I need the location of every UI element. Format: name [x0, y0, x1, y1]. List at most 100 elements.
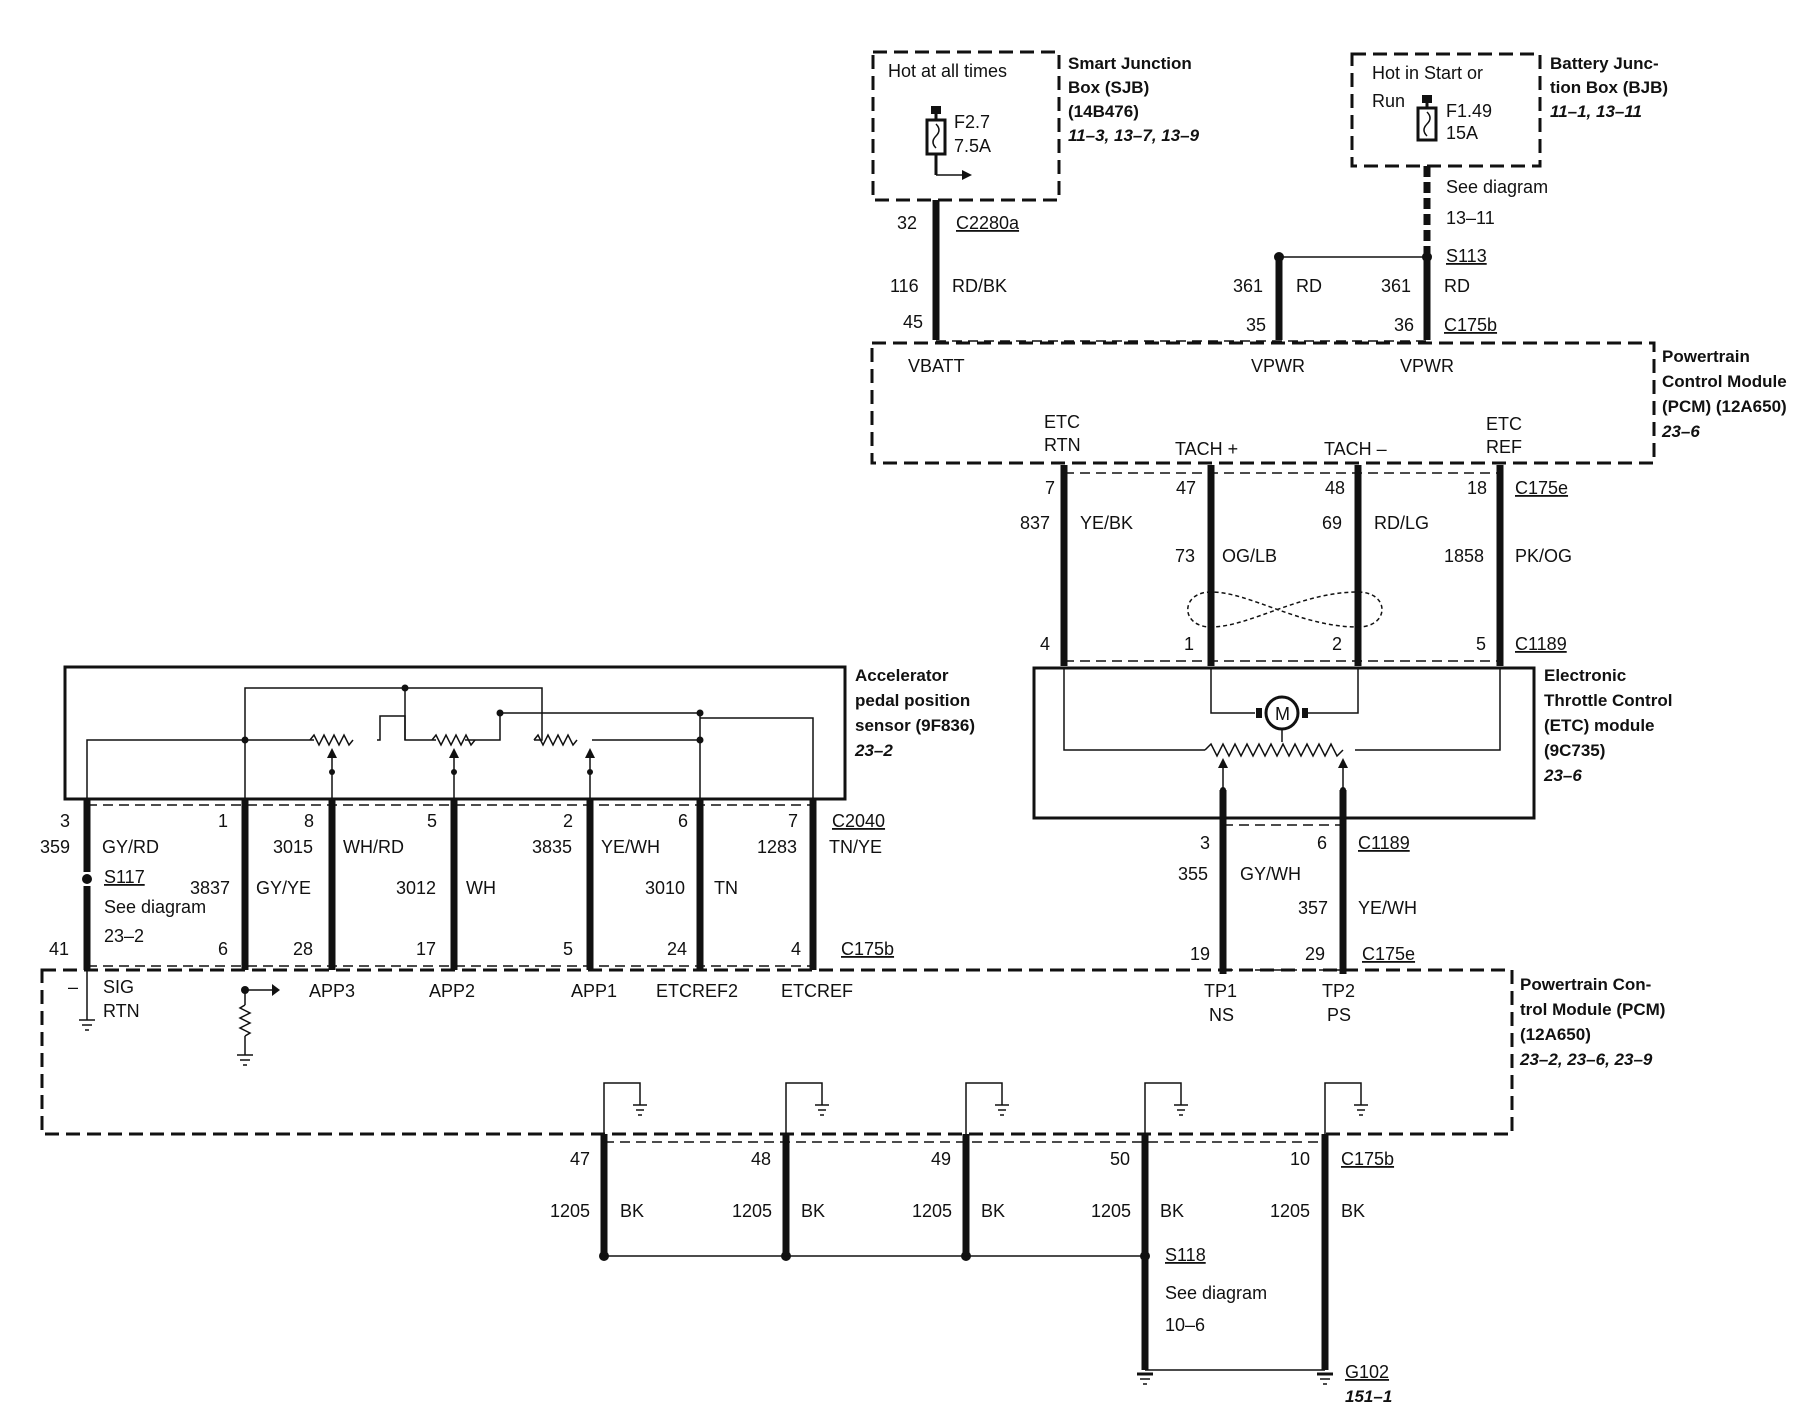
bjb-title-1: Battery Junc-: [1550, 54, 1659, 73]
gnd-wire-2-circuit: 1205: [732, 1201, 772, 1221]
etc-internal-rtn: [1063, 668, 1205, 751]
pcm-etc-rtn-2: RTN: [1044, 435, 1081, 455]
s118-see: See diagram: [1165, 1283, 1267, 1303]
pcm-tp1-1: TP1: [1204, 981, 1237, 1001]
app-wire-1-circuit: 359: [40, 837, 70, 857]
sjb-color: RD/BK: [952, 276, 1007, 296]
pcm-etcref2: ETCREF2: [656, 981, 738, 1001]
tp-wire-1-circuit: 355: [1178, 864, 1208, 884]
sjb-wire: 32 C2280a 116 RD/BK 45: [890, 200, 1020, 340]
app-wire-1-pin-top: 3: [60, 811, 70, 831]
app-sensor: Accelerator pedal position sensor (9F836…: [63, 665, 975, 801]
pcm-tp1-2: NS: [1209, 1005, 1234, 1025]
tp-wire-2-pin-bottom: 29: [1305, 944, 1325, 964]
pcm-tp2-2: PS: [1327, 1005, 1351, 1025]
pcm-minus: –: [68, 977, 78, 997]
etc-title-3: (ETC) module: [1544, 716, 1655, 735]
sjb-note: Hot at all times: [888, 61, 1007, 81]
sig-rtn-ground-icon: [79, 970, 95, 1031]
etc-internal-ref: [1355, 668, 1501, 751]
gnd-wire-3-color: BK: [981, 1201, 1005, 1221]
app-wire-6-pin-top: 6: [678, 811, 688, 831]
motor-label: M: [1275, 704, 1290, 724]
gnd-conn: C175b: [1341, 1149, 1394, 1169]
pcm-vpwr-2: VPWR: [1400, 356, 1454, 376]
sjb-pin-bottom: 45: [903, 312, 923, 332]
tp1-wiper-icon: [1218, 758, 1228, 793]
g102-ground-icon-left: [1137, 1372, 1153, 1385]
app-wire-2-pin-bottom: 6: [218, 939, 228, 959]
etc-wire-3-circuit: 69: [1322, 513, 1342, 533]
app-internal-bus-a: [244, 687, 543, 798]
sjb-title-2: Box (SJB): [1068, 78, 1149, 97]
bjb-fuse-rating: 15A: [1446, 123, 1478, 143]
app-wire-3-pin-top: 8: [304, 811, 314, 831]
gnd-wire-1-color: BK: [620, 1201, 644, 1221]
app-node-2: [496, 709, 504, 717]
motor-terminal-right: [1302, 708, 1308, 718]
sjb-title-3: (14B476): [1068, 102, 1139, 121]
tp-wire-1-pin-top: 3: [1200, 833, 1210, 853]
app-wire-5-color: YE/WH: [601, 837, 660, 857]
bjb-box[interactable]: [1350, 52, 1542, 168]
app-node-4: [241, 736, 249, 744]
pcm-top-box[interactable]: [870, 341, 1656, 465]
pcm-bottom-title-2: trol Module (PCM): [1520, 1000, 1665, 1019]
tp2-wiper-icon: [1338, 758, 1348, 793]
app-wire-5-circuit: 3835: [532, 837, 572, 857]
tp-conn-bottom: C175e: [1362, 944, 1415, 964]
app-internal-sigrtn: [86, 739, 314, 798]
gnd-wire-4-circuit: 1205: [1091, 1201, 1131, 1221]
app-wire-7-circuit: 1283: [757, 837, 797, 857]
pcm-ground-hook-1: [603, 1082, 641, 1140]
bjb-conn: C175b: [1444, 315, 1497, 335]
app-title-1: Accelerator: [855, 666, 949, 685]
app-wire-2-pin-top: 1: [218, 811, 228, 831]
app-wire-1-pin-bottom: 41: [49, 939, 69, 959]
bjb-fuse-icon: [1416, 95, 1438, 142]
pcm-top-refs: 23–6: [1661, 422, 1700, 441]
etc-wire-3-pin-bottom: 2: [1332, 634, 1342, 654]
etc-internal-tach-minus: [1308, 668, 1359, 714]
twisted-pair-icon: [1187, 591, 1383, 628]
etc-wire-1-pin-top: 7: [1045, 478, 1055, 498]
sjb-conn-top: C2280a: [956, 213, 1020, 233]
app-wire-4-pin-bottom: 17: [416, 939, 436, 959]
bjb-color-a: RD: [1296, 276, 1322, 296]
app-internal-bus-b: [377, 715, 436, 741]
pcm-bottom-title-1: Powertrain Con-: [1520, 975, 1651, 994]
app-conn-top: C2040: [832, 811, 885, 831]
app3-wiper-icon: [327, 748, 337, 798]
app-node-3: [696, 709, 704, 717]
etc-title-1: Electronic: [1544, 666, 1626, 685]
etc-wire-2-color: OG/LB: [1222, 546, 1277, 566]
etc-wire-2-pin-top: 47: [1176, 478, 1196, 498]
etc-module-box[interactable]: [1032, 666, 1536, 820]
pcm-ground-hook-4: [1144, 1082, 1182, 1140]
etc-wire-4-color: PK/OG: [1515, 546, 1572, 566]
sjb-box[interactable]: [871, 50, 1061, 202]
tp-wire-2-pin-top: 6: [1317, 833, 1327, 853]
app-wire-1-color: GY/RD: [102, 837, 159, 857]
etc-wire-1-circuit: 837: [1020, 513, 1050, 533]
app-wire-2-circuit: 3837: [190, 878, 230, 898]
pcm-app3: APP3: [309, 981, 355, 1001]
app-wire-5-pin-top: 2: [563, 811, 573, 831]
app2-wiper-icon: [449, 748, 459, 798]
app-sensor-box[interactable]: [63, 665, 847, 801]
sjb-pin-top: 32: [897, 213, 917, 233]
bjb-note-2: Run: [1372, 91, 1405, 111]
g102-ref: 151–1: [1345, 1387, 1392, 1406]
pcm-top-title-1: Powertrain: [1662, 347, 1750, 366]
sjb-refs: 11–3, 13–7, 13–9: [1068, 126, 1200, 145]
sjb-title-1: Smart Junction: [1068, 54, 1192, 73]
tp-wire-2-color: YE/WH: [1358, 898, 1417, 918]
pcm-bottom-box[interactable]: [40, 968, 1514, 1136]
pcm-tach-plus: TACH +: [1175, 439, 1238, 459]
tp-resistor-icon: [1204, 742, 1344, 758]
pcm-sig-rtn-2: RTN: [103, 1001, 140, 1021]
bjb-see: See diagram: [1446, 177, 1548, 197]
etc-refs: 23–6: [1543, 766, 1582, 785]
app-wire-4-pin-top: 5: [427, 811, 437, 831]
